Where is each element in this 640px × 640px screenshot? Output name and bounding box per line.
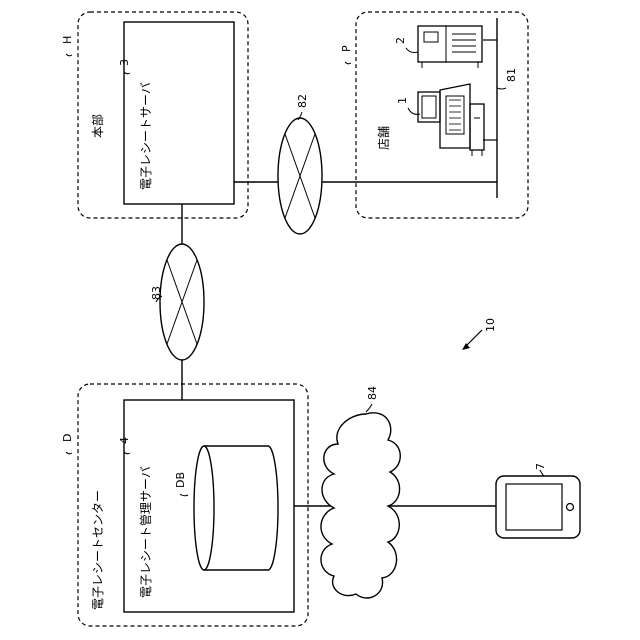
internet-84-ref: 84 bbox=[366, 386, 379, 400]
receipt-center-ref: D bbox=[61, 434, 74, 442]
receipt-center-label: 電子レシートセンター bbox=[91, 490, 105, 610]
headquarters-ref-tick bbox=[66, 54, 72, 56]
store-lan-ref-leader bbox=[497, 88, 506, 89]
database-icon bbox=[194, 446, 278, 570]
network-83-ref: 83 bbox=[150, 286, 163, 300]
database-ref-tick bbox=[180, 494, 188, 496]
store-server-icon bbox=[418, 26, 482, 68]
internet-84-ref-leader bbox=[366, 404, 372, 412]
receipt-server-ref: 3 bbox=[118, 59, 131, 66]
store-ref: P bbox=[340, 45, 353, 52]
receipt-server-ref-tick bbox=[124, 72, 130, 74]
store-label: 店舗 bbox=[377, 126, 391, 150]
store-server-ref-leader bbox=[406, 48, 418, 53]
user-terminal-icon bbox=[496, 476, 580, 538]
store-ref-tick bbox=[345, 62, 351, 64]
network-82-icon bbox=[278, 118, 322, 234]
user-terminal-ref: 7 bbox=[534, 463, 547, 470]
network-82-ref: 82 bbox=[296, 94, 309, 108]
pos-terminal-ref: 1 bbox=[396, 97, 409, 104]
headquarters-label: 本部 bbox=[90, 114, 105, 138]
store-lan-ref: 81 bbox=[505, 68, 518, 82]
management-server-ref-tick bbox=[124, 452, 130, 454]
system-ref-arrow bbox=[462, 330, 482, 350]
management-server-label: 電子レシート管理サーバ bbox=[138, 466, 153, 598]
receipt-server-label: 電子レシートサーバ bbox=[139, 82, 153, 190]
headquarters-ref: H bbox=[61, 36, 74, 44]
store-box bbox=[356, 12, 528, 218]
system-ref: 10 bbox=[484, 318, 497, 332]
receipt-center-ref-tick bbox=[66, 452, 72, 454]
internet-84-cloud-icon bbox=[321, 413, 400, 598]
store-server-ref: 2 bbox=[394, 37, 407, 44]
receipt-center-box bbox=[78, 384, 308, 626]
pos-terminal-icon bbox=[418, 84, 484, 156]
network-83-icon bbox=[160, 244, 204, 360]
database-label: DB bbox=[174, 472, 187, 488]
management-server-ref: 4 bbox=[118, 437, 131, 444]
